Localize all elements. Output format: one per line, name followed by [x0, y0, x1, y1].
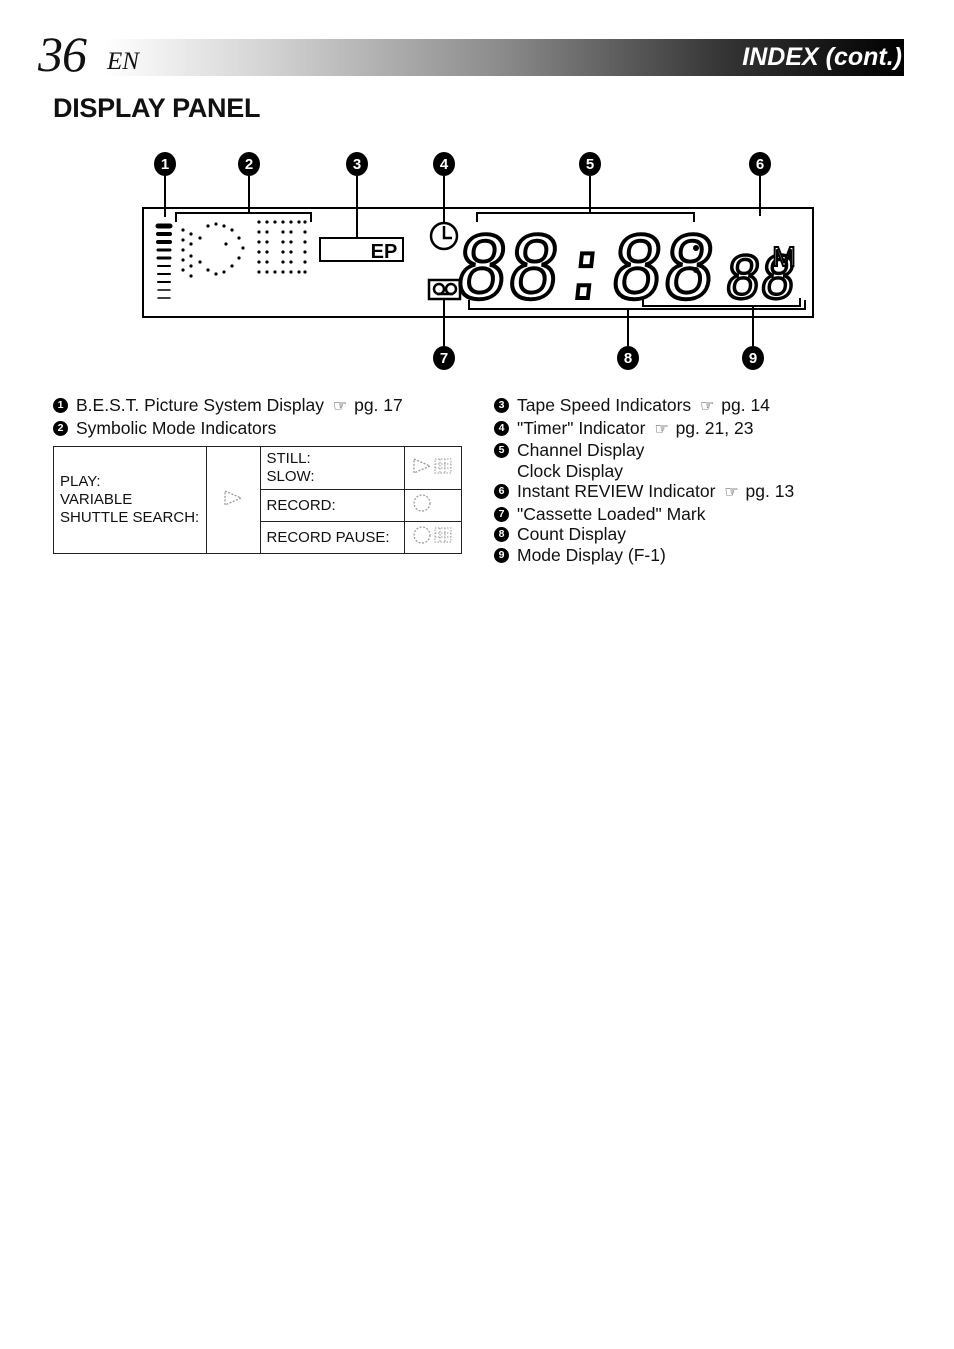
- pointing-hand-icon: ☞: [654, 420, 669, 438]
- callout-5-label: 5: [586, 156, 594, 173]
- callout-8: 8: [617, 346, 639, 370]
- callout-9: 9: [742, 346, 764, 370]
- legend-text: Mode Display (F-1): [517, 544, 666, 565]
- callout-8-label: 8: [624, 350, 632, 367]
- display-panel-frame: [142, 207, 814, 318]
- row-label-line: STILL:: [266, 450, 311, 467]
- pointing-hand-icon: ☞: [724, 484, 739, 501]
- legend-number: 6: [494, 484, 509, 499]
- record-symbol-cell: [403, 489, 463, 522]
- callout-1-label: 1: [161, 156, 169, 173]
- legend-text: B.E.S.T. Picture System Display: [76, 395, 324, 415]
- timer-clock-icon: [429, 221, 459, 251]
- callout-3: 3: [346, 152, 368, 176]
- mode-indicator-table: PLAY: VARIABLE SHUTTLE SEARCH: STILL: SL…: [52, 446, 463, 554]
- callout-6: 6: [749, 152, 771, 176]
- callout-5: 5: [579, 152, 601, 176]
- play-still-icon: [413, 457, 452, 474]
- legend-number: 4: [494, 420, 509, 436]
- callout-6-label: 6: [756, 156, 764, 173]
- lcd-small-digits: 88: [722, 244, 799, 312]
- legend-left: 1 B.E.S.T. Picture System Display ☞ pg. …: [53, 395, 403, 438]
- play-symbol-cell: [206, 446, 261, 554]
- callout-1: 1: [154, 152, 176, 176]
- record-pause-icon: [413, 526, 452, 544]
- callout-4-label: 4: [440, 156, 449, 173]
- legend-item-1: 1 B.E.S.T. Picture System Display ☞ pg. …: [53, 395, 403, 418]
- legend-text: Symbolic Mode Indicators: [76, 417, 277, 438]
- cassette-icon: [427, 278, 462, 301]
- legend-text: Tape Speed Indicators: [517, 395, 692, 415]
- callout-3-label: 3: [353, 156, 361, 173]
- legend-number: 1: [53, 398, 68, 413]
- tape-speed-text: EP: [371, 241, 398, 263]
- lcd-main-digits: 88:88: [451, 219, 720, 319]
- still-symbol-cell: [403, 446, 463, 490]
- page-number: 36: [38, 26, 87, 82]
- legend-ref: pg. 14: [721, 395, 770, 415]
- legend-item-5: 5 Channel Display: [494, 440, 794, 461]
- legend-subtext: Clock Display: [517, 460, 623, 481]
- legend-text: "Cassette Loaded" Mark: [517, 503, 706, 524]
- row-label-line: SLOW:: [266, 468, 315, 485]
- mode-letter: M: [772, 241, 795, 272]
- legend-number: 9: [494, 547, 509, 563]
- legend-text: Count Display: [517, 524, 626, 544]
- record-pause-symbol-cell: [403, 521, 463, 554]
- legend-item-7: 7 "Cassette Loaded" Mark: [494, 504, 794, 525]
- legend-item-8: 8 Count Display: [494, 524, 794, 545]
- callout-9-label: 9: [749, 350, 757, 367]
- pointing-hand-icon: ☞: [332, 398, 348, 415]
- legend-number: 5: [494, 443, 509, 458]
- legend-item-4: 4 "Timer" Indicator ☞ pg. 21, 23: [494, 418, 794, 441]
- header-bar: [104, 39, 904, 76]
- callout-4: 4: [433, 152, 455, 176]
- tape-speed-box: [319, 237, 404, 262]
- play-label-cell: PLAY: VARIABLE SHUTTLE SEARCH:: [52, 446, 208, 554]
- legend-number: 8: [494, 527, 509, 542]
- section-title: DISPLAY PANEL: [53, 93, 261, 123]
- lcd-digit-group: 88:88 88: [449, 217, 801, 321]
- record-label-cell: RECORD:: [259, 489, 405, 522]
- legend-right: 3 Tape Speed Indicators ☞ pg. 14 4 "Time…: [494, 395, 794, 565]
- legend-ref: pg. 21, 23: [675, 417, 754, 438]
- record-icon: [413, 494, 431, 512]
- best-picture-bars: [155, 223, 173, 299]
- play-icon: [224, 489, 244, 506]
- still-label-cell: STILL: SLOW:: [259, 446, 405, 490]
- table-row: PLAY: VARIABLE SHUTTLE SEARCH: STILL: SL…: [52, 446, 463, 554]
- callout-2: 2: [238, 152, 260, 176]
- legend-text: Channel Display: [517, 440, 645, 460]
- display-panel-diagram: 1 2 3 4 5 6 7 8 9: [142, 152, 814, 370]
- table-row: RECORD PAUSE:: [54, 521, 463, 554]
- callout-7-label: 7: [440, 350, 448, 367]
- play-label-line: VARIABLE: [60, 491, 133, 508]
- legend-number: 3: [494, 398, 509, 413]
- pointing-hand-icon: ☞: [700, 398, 715, 415]
- callout-7: 7: [433, 346, 455, 370]
- mode-dot-matrix: [181, 220, 307, 278]
- leader-lines: [164, 176, 806, 346]
- play-label-line: PLAY:: [60, 473, 101, 490]
- header-title: INDEX (cont.): [742, 43, 902, 71]
- legend-item-3: 3 Tape Speed Indicators ☞ pg. 14: [494, 395, 794, 418]
- legend-text: "Timer" Indicator: [517, 417, 646, 438]
- legend-text: Instant REVIEW Indicator: [517, 481, 716, 501]
- legend-number: 7: [494, 506, 509, 522]
- callout-2-label: 2: [245, 156, 253, 173]
- legend-ref: pg. 13: [745, 481, 795, 501]
- play-label-line: SHUTTLE SEARCH:: [60, 509, 200, 526]
- legend-item-2: 2 Symbolic Mode Indicators: [53, 418, 403, 439]
- record-pause-label-cell: RECORD PAUSE:: [259, 521, 405, 554]
- legend-number: 2: [53, 420, 68, 436]
- page-language: EN: [107, 48, 139, 75]
- legend-item-9: 9 Mode Display (F-1): [494, 545, 794, 566]
- legend-item-6: 6 Instant REVIEW Indicator ☞ pg. 13: [494, 481, 794, 504]
- legend-ref: pg. 17: [354, 395, 403, 415]
